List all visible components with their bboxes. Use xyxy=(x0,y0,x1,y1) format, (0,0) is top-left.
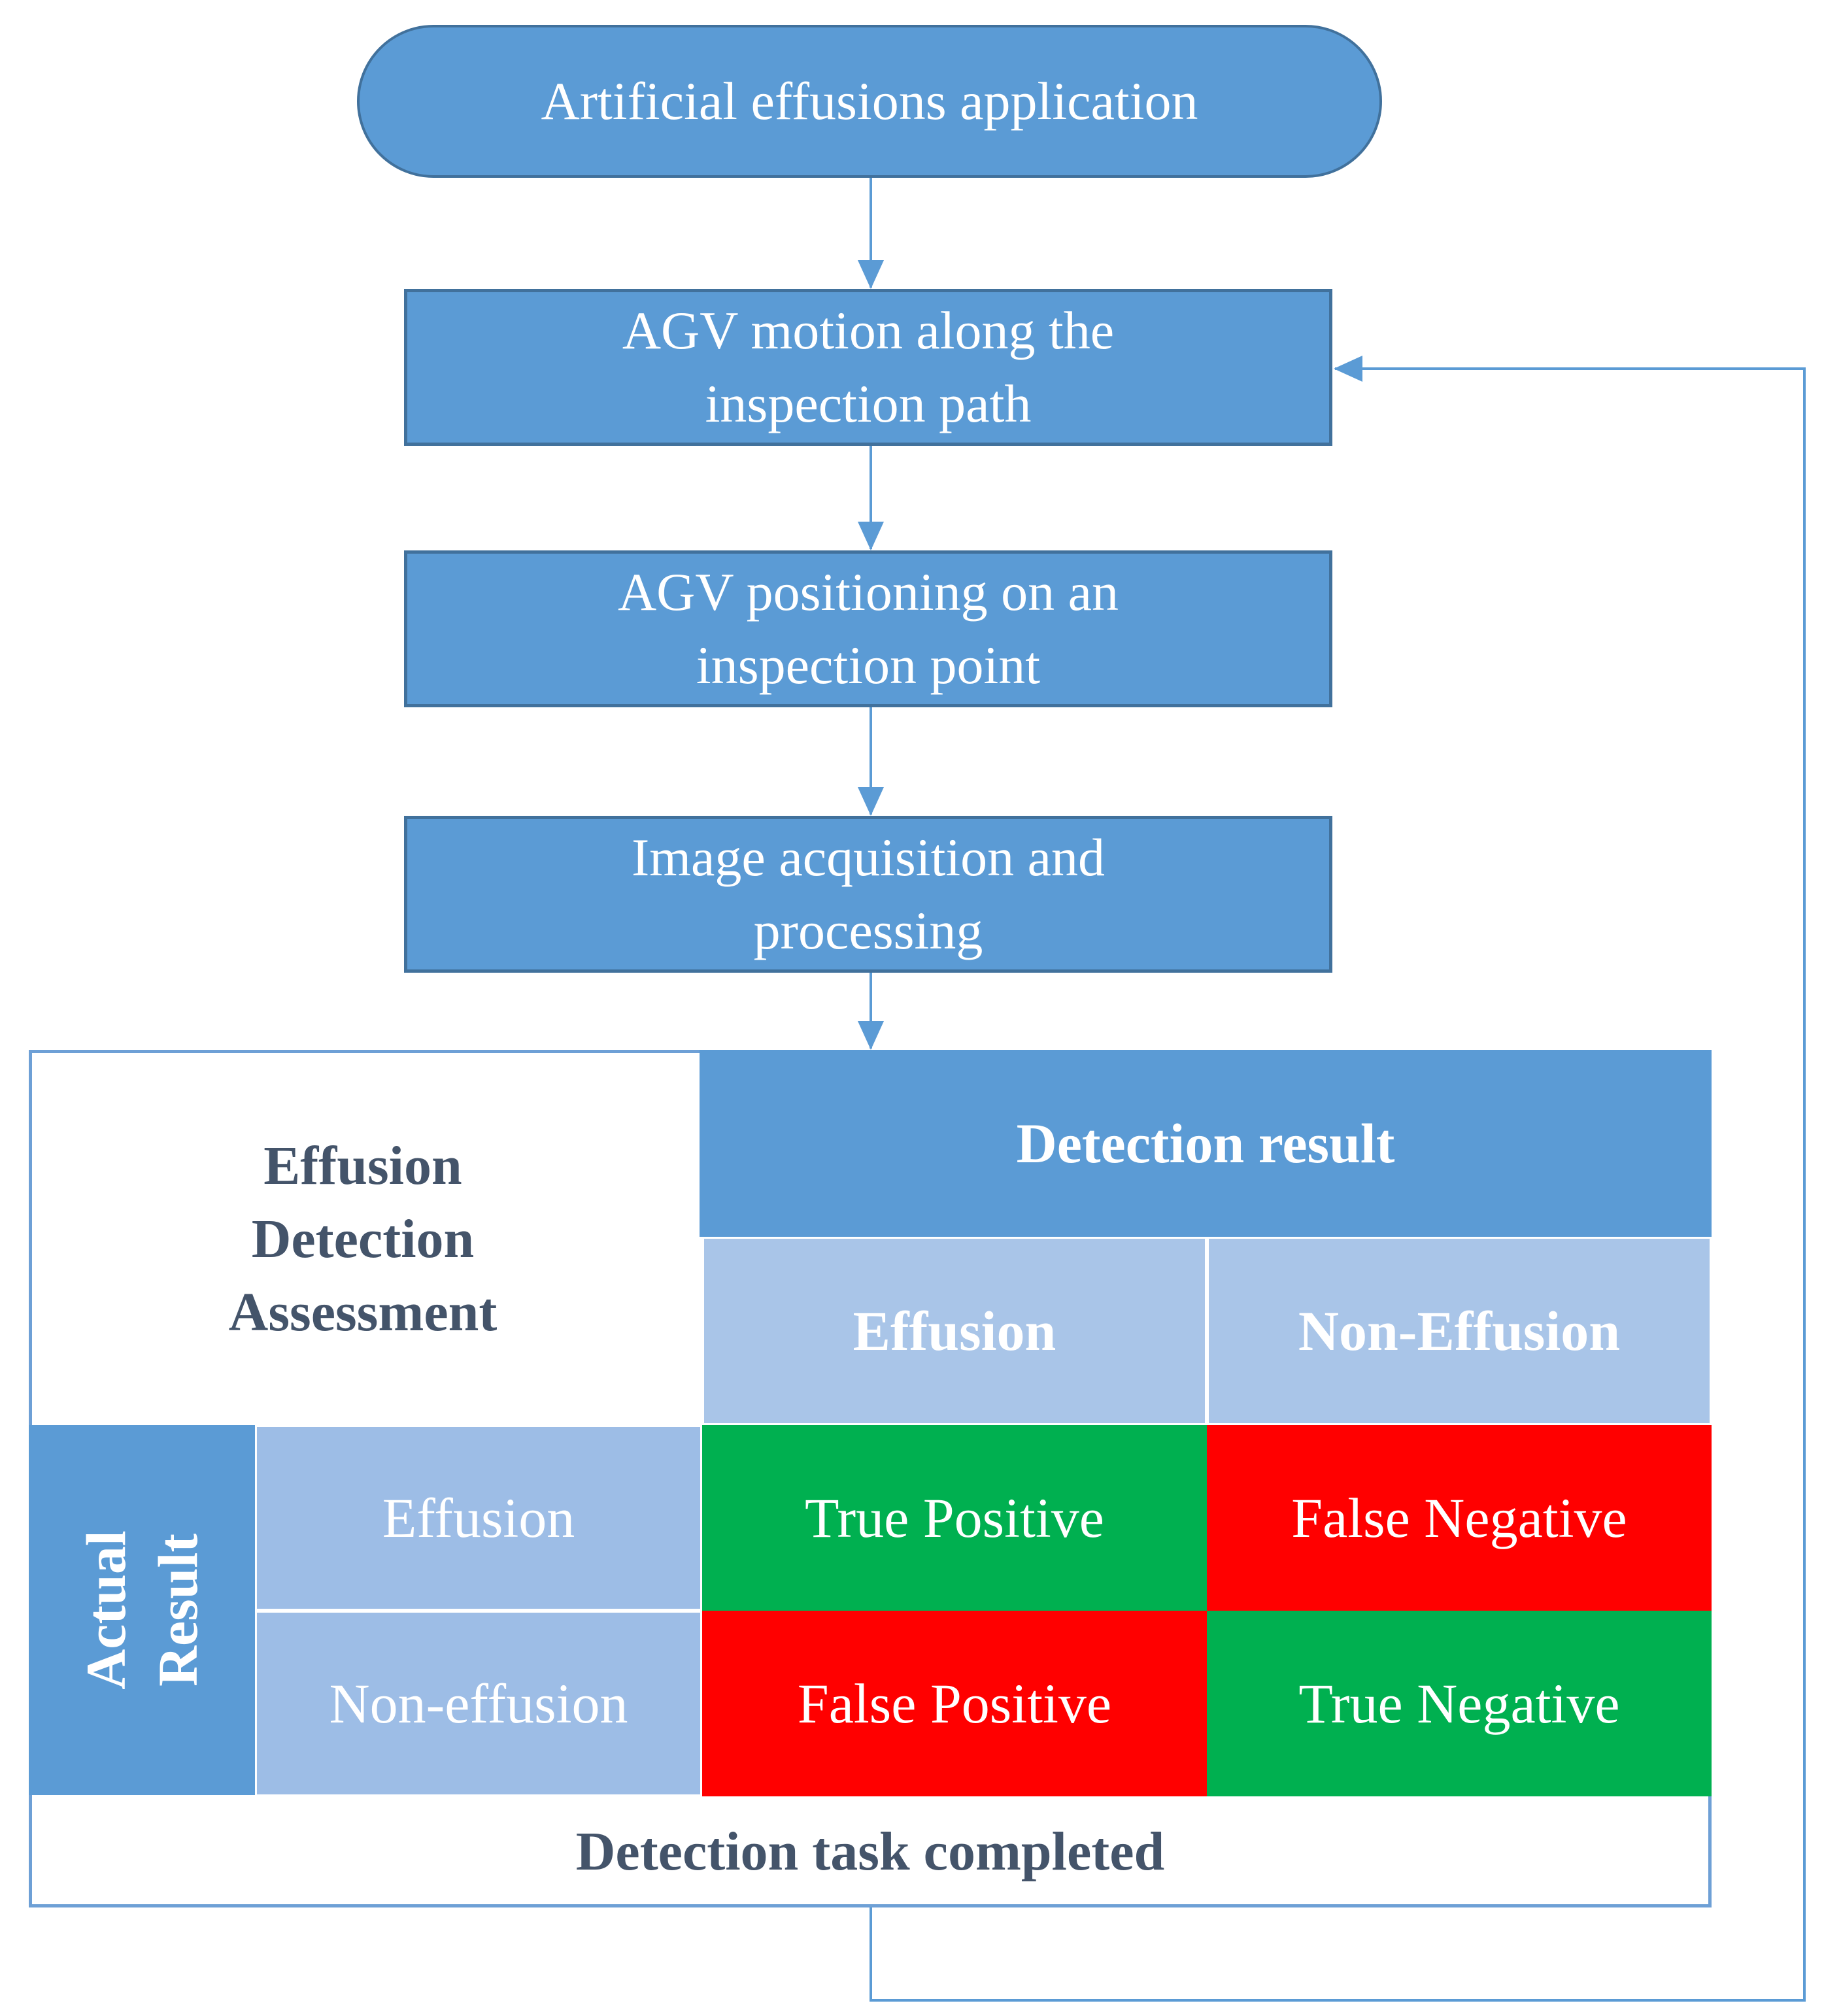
outcome-true-negative: True Negative xyxy=(1207,1611,1712,1796)
actual-row-effusion: Effusion xyxy=(255,1425,702,1611)
step-agv-positioning: AGV positioning on an inspection point xyxy=(404,550,1332,707)
assessment-title: Effusion Detection Assessment xyxy=(228,1135,498,1343)
actual-row-non-effusion: Non-effusion xyxy=(255,1611,702,1796)
step-agv-motion-label: AGV motion along the inspection path xyxy=(622,301,1115,433)
step-agv-positioning-label: AGV positioning on an inspection point xyxy=(617,562,1119,695)
start-terminal: Artificial effusions application xyxy=(357,25,1382,178)
step-image-acquisition: Image acquisition and processing xyxy=(404,816,1332,973)
start-label: Artificial effusions application xyxy=(541,71,1198,131)
actual-result-label: Actual Result xyxy=(74,1530,209,1690)
detection-column-effusion: Effusion xyxy=(702,1237,1207,1425)
detection-result-header: Detection result xyxy=(700,1050,1712,1237)
step-agv-motion: AGV motion along the inspection path xyxy=(404,289,1332,446)
outcome-false-negative: False Negative xyxy=(1207,1425,1712,1611)
loop-back-connector xyxy=(870,356,1806,2002)
detection-column-non-effusion: Non-Effusion xyxy=(1207,1237,1712,1425)
outcome-false-positive: False Positive xyxy=(702,1611,1207,1796)
actual-result-header: Actual Result xyxy=(29,1425,255,1795)
step-image-acquisition-label: Image acquisition and processing xyxy=(631,828,1106,960)
outcome-true-positive: True Positive xyxy=(702,1425,1207,1611)
detection-task-completed: Detection task completed xyxy=(575,1821,1165,1882)
